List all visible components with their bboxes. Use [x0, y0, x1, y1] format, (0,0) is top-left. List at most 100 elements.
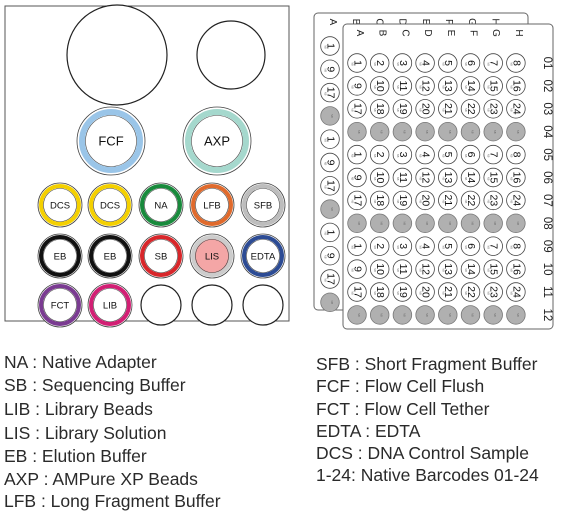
plate-column-label: 03	[541, 102, 553, 115]
svg-text:NB: NB	[448, 221, 452, 225]
svg-text:NB: NB	[464, 154, 468, 158]
well-barcode-number: 13	[442, 80, 454, 92]
svg-text:NB: NB	[425, 313, 429, 317]
well: NB	[347, 213, 367, 234]
well-barcode-number: 21	[442, 286, 454, 298]
svg-text:NB: NB	[471, 221, 475, 225]
svg-text:NB: NB	[324, 185, 328, 189]
well: NB	[347, 305, 367, 325]
well: NB	[392, 213, 413, 234]
well-barcode-number: 6	[465, 152, 477, 158]
well: NB	[320, 199, 340, 219]
well: NB7	[483, 236, 503, 256]
plate-column-label: 12	[541, 309, 553, 322]
well-barcode-number: 1	[351, 60, 363, 66]
well: NB3	[392, 236, 413, 256]
svg-text:NB: NB	[464, 245, 468, 249]
svg-text:NB: NB	[441, 200, 445, 204]
well: NB9	[320, 59, 340, 80]
well: NB	[460, 305, 481, 325]
well-barcode-number: 1	[351, 152, 363, 158]
well-barcode-number: 22	[465, 103, 477, 115]
svg-text:NB: NB	[509, 245, 513, 249]
svg-text:NB: NB	[373, 200, 377, 204]
tube-label: EB	[104, 252, 117, 263]
well-barcode-number: 18	[374, 103, 386, 115]
well-barcode-number: 14	[465, 80, 477, 92]
svg-text:NB: NB	[324, 138, 328, 142]
well-barcode-number: 8	[510, 243, 522, 249]
svg-text:NB: NB	[324, 45, 328, 49]
svg-text:NB: NB	[419, 200, 423, 204]
well-barcode-number: 15	[488, 263, 500, 275]
well-barcode-number: 23	[488, 103, 500, 115]
svg-text:NB: NB	[464, 200, 468, 204]
svg-text:NB: NB	[396, 177, 400, 181]
legend-entry: LFB : Long Fragment Buffer	[4, 491, 221, 511]
svg-text:NB: NB	[487, 62, 491, 66]
svg-text:NB: NB	[373, 268, 377, 272]
well: NB6	[460, 236, 481, 256]
well: NB9	[347, 167, 367, 188]
tube-label: SB	[155, 252, 168, 263]
plate-row-label: D	[422, 29, 433, 36]
svg-text:NB: NB	[471, 313, 475, 317]
well: NB9	[347, 259, 367, 279]
well: NB1	[347, 236, 367, 256]
well-barcode-number: 1	[324, 43, 336, 49]
well-barcode-number: 22	[465, 195, 477, 207]
well-barcode-number: 20	[420, 103, 432, 115]
well-barcode-number: 20	[420, 195, 432, 207]
well: NB1	[347, 144, 367, 165]
well-barcode-number: 11	[397, 264, 409, 275]
tube-lis: LIS	[189, 233, 235, 279]
svg-text:NB: NB	[464, 108, 468, 112]
plate-row-label: H	[513, 29, 524, 36]
tube-sfb: SFB	[240, 182, 286, 228]
svg-text:NB: NB	[324, 162, 328, 166]
svg-text:NB: NB	[351, 291, 355, 295]
svg-text:NB: NB	[516, 130, 520, 134]
well-barcode-number: 17	[351, 195, 363, 207]
plate-row-label: E	[420, 19, 431, 26]
tube-fcf: FCF	[76, 106, 146, 176]
tube-axp: AXP	[182, 106, 252, 176]
well: NB1	[320, 129, 340, 149]
well: NB	[392, 121, 413, 142]
legend-entry: 1-24: Native Barcodes 01-24	[316, 465, 539, 485]
svg-text:NB: NB	[351, 268, 355, 272]
tube-fct: FCT	[37, 282, 83, 328]
well-barcode-number: 10	[374, 172, 386, 184]
tube-large-right	[196, 20, 266, 90]
well: NB	[320, 292, 340, 313]
svg-text:NB: NB	[373, 85, 377, 89]
tube-dcs-1: DCS	[37, 182, 83, 228]
well: NB	[460, 121, 481, 142]
plate-row-label: G	[466, 18, 477, 26]
well-barcode-number: 13	[442, 172, 454, 184]
well: NB5	[438, 236, 458, 256]
svg-text:NB: NB	[351, 62, 355, 66]
well-barcode-number: 18	[374, 195, 386, 207]
well-barcode-number: 16	[510, 263, 522, 275]
svg-text:NB: NB	[373, 62, 377, 66]
svg-text:NB: NB	[441, 245, 445, 249]
well: NB3	[392, 144, 413, 165]
tube-edta: EDTA	[240, 233, 286, 279]
tube-lib: LIB	[87, 282, 133, 328]
legend-entry: NA : Native Adapter	[4, 352, 157, 372]
well: NB	[370, 213, 390, 234]
well-barcode-number: 2	[374, 60, 386, 66]
svg-text:NB: NB	[487, 108, 491, 112]
well-barcode-number: 23	[488, 286, 500, 298]
tube-label: LFB	[203, 201, 220, 212]
tube-label: FCF	[98, 134, 123, 149]
svg-text:NB: NB	[330, 300, 334, 304]
